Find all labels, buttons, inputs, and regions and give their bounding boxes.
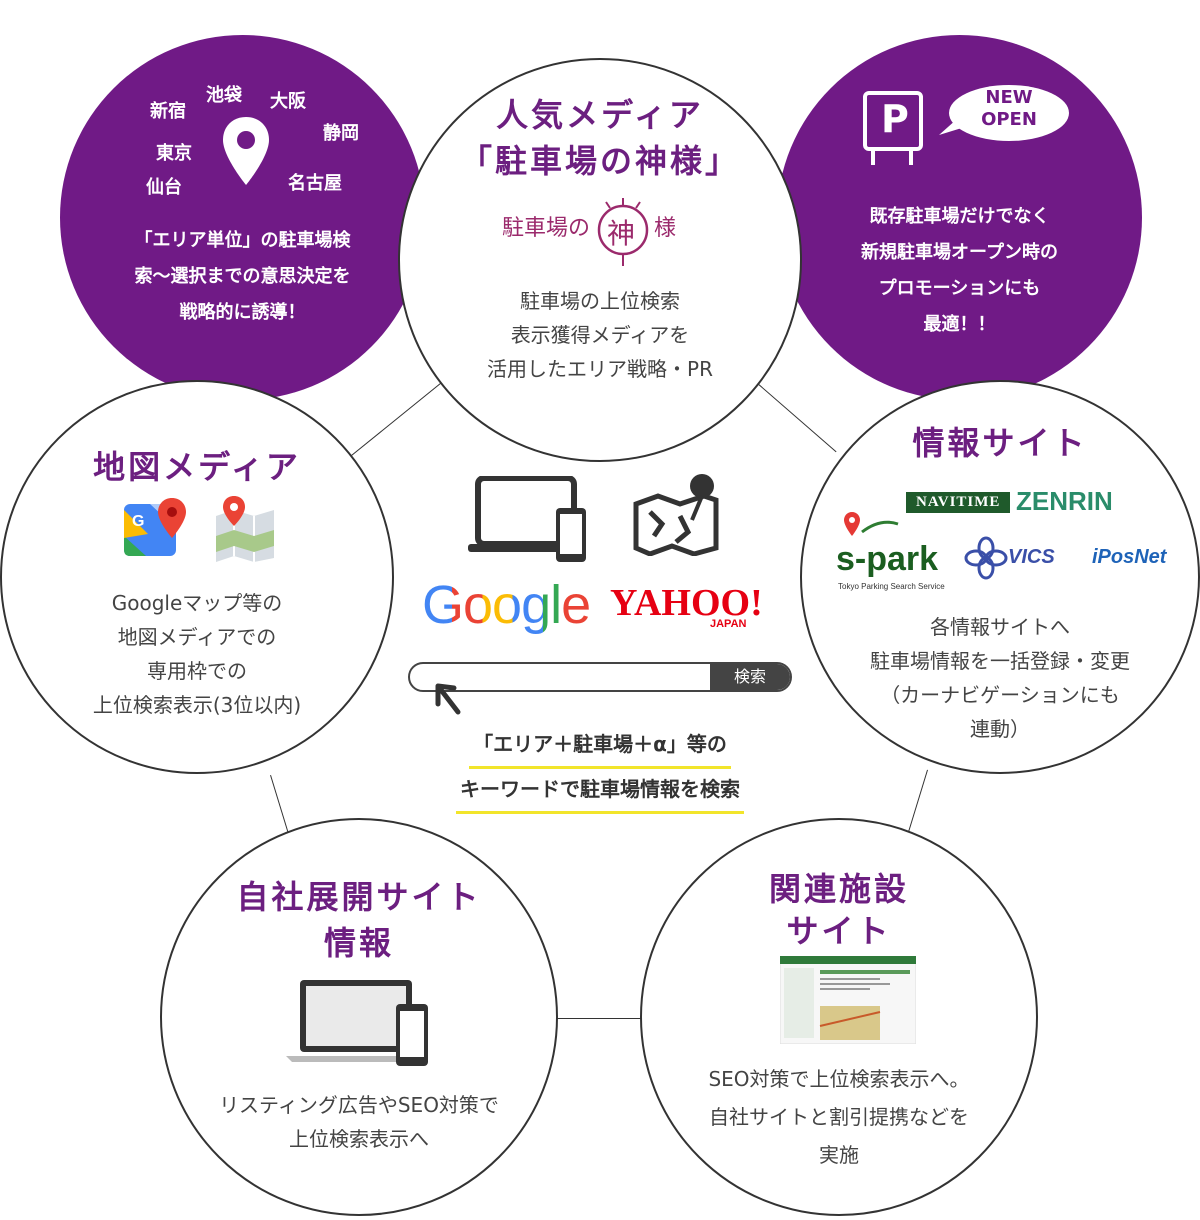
map-app-icon [216, 496, 274, 562]
laptop-phone-icon [286, 980, 428, 1066]
kamisama-logo-text: 神 [607, 217, 636, 250]
vics-logo: VICS [1008, 546, 1055, 568]
connector-left-bottom [270, 775, 289, 833]
info-site-text-line: 連動） [970, 717, 1030, 741]
own-site-text-line: 上位検索表示へ [289, 1127, 429, 1151]
parking-letter: P [881, 97, 909, 141]
map-media-text-line: Googleマップ等の [111, 591, 283, 615]
connector-bottom [555, 1018, 645, 1019]
map-media-text-line: 地図メディアでの [117, 625, 277, 649]
map-pin-icon [633, 474, 719, 556]
related-text-line: SEO対策で上位検索表示へ。 [708, 1067, 970, 1091]
spark-subtitle: Tokyo Parking Search Service [838, 582, 945, 591]
related-title-line2: サイト [786, 912, 892, 950]
info-site-text-line: 駐車場情報を一括登録・変更 [870, 649, 1130, 673]
yahoo-japan-text: JAPAN [710, 618, 747, 630]
bubble-text: NEW [985, 87, 1033, 108]
map-media-circle: 地図メディア G Googleマップ等の 地図メディアでの 専用枠での 上位検索… [0, 380, 394, 774]
area-text-line: 戦略的に誘導！ [179, 302, 306, 323]
map-media-text-line: 上位検索表示(3位以内) [92, 693, 302, 717]
kamisama-logo-text: 駐車場の [502, 216, 591, 241]
navitime-logo: NAVITIME [906, 492, 1011, 513]
kamisama-title-line2: 「駐車場の神様」 [459, 142, 740, 180]
google-logo-text: Google [422, 575, 591, 635]
kamisama-logo: 駐車場の 神 様 [502, 196, 702, 266]
own-site-text-line: リスティング広告やSEO対策で [219, 1093, 499, 1117]
kamisama-logo-text: 様 [654, 216, 677, 241]
iposnet-logo: iPosNet [1092, 546, 1167, 568]
spark-pin-icon [844, 512, 899, 536]
own-site-circle: 自社展開サイト 情報 リスティング広告やSEO対策で 上位検索表示へ [160, 818, 558, 1216]
new-open-text-line: 新規駐車場オープン時の [861, 242, 1058, 263]
kamisama-text-line: 活用したエリア戦略・PR [487, 357, 713, 381]
new-open-text-line: プロモーションにも [878, 278, 1041, 299]
own-site-title-line1: 自社展開サイト [236, 878, 482, 916]
arrow-up-icon [435, 683, 461, 715]
area-text-line: 索〜選択までの意思決定を [134, 266, 351, 287]
related-text-line: 自社サイトと割引提携などを [709, 1105, 969, 1129]
yahoo-logo: YAHOO! JAPAN [610, 582, 780, 630]
area-circle: 新宿 池袋 大阪 静岡 東京 仙台 名古屋 「エリア単位」の駐車場検 索〜選択ま… [60, 35, 425, 400]
search-caption-line: キーワードで駐車場情報を検索 [456, 769, 744, 814]
google-logo: Google [422, 574, 591, 636]
related-site-circle: 関連施設 サイト SEO対策で上位検索表示へ。 自社サイトと割引提携などを 実施 [640, 818, 1038, 1216]
map-media-title: 地図メディア [93, 448, 301, 486]
info-site-title: 情報サイト [912, 424, 1088, 462]
city-label: 東京 [156, 143, 192, 164]
city-label: 静岡 [323, 123, 359, 144]
info-site-text-line: 各情報サイトへ [930, 615, 1070, 639]
own-site-title-line2: 情報 [323, 924, 394, 962]
bubble-text: OPEN [981, 109, 1037, 130]
speech-bubble-icon [939, 85, 1069, 141]
google-maps-icon: G [124, 498, 186, 556]
new-open-text-line: 既存駐車場だけでなく [869, 206, 1050, 227]
related-title-line1: 関連施設 [768, 870, 909, 908]
map-pin-icon [223, 117, 269, 185]
map-media-text-line: 専用枠での [147, 659, 247, 683]
search-button[interactable]: 検索 [710, 664, 790, 690]
info-site-text-line: （カーナビゲーションにも [880, 683, 1120, 707]
city-label: 名古屋 [288, 173, 342, 194]
website-screenshot-image [780, 956, 916, 1044]
kamisama-text-line: 表示獲得メディアを [510, 323, 690, 347]
svg-text:G: G [132, 513, 144, 530]
search-box: 検索 [408, 662, 792, 692]
yahoo-logo-text: YAHOO! [610, 582, 763, 624]
zenrin-logo: ZENRIN [1016, 486, 1113, 516]
parking-sign-icon [863, 91, 923, 165]
related-text-line: 実施 [819, 1143, 859, 1167]
new-open-circle: P NEW OPEN 既存駐車場だけでなく 新規駐車場オープン時の プロモーショ… [777, 35, 1142, 400]
city-label: 仙台 [146, 177, 182, 198]
media-kamisama-circle: 人気メディア 「駐車場の神様」 駐車場の 神 様 駐車場の上位検索 表示獲得メデ… [398, 58, 802, 462]
kamisama-logo-circle-icon [597, 198, 649, 266]
kamisama-title-line1: 人気メディア [496, 96, 704, 134]
area-text-line: 「エリア単位」の駐車場検 [134, 230, 351, 251]
city-label: 新宿 [150, 101, 186, 122]
spark-logo: s-park [836, 540, 939, 578]
connector-right-bottom [908, 769, 928, 833]
vics-flower-icon [964, 536, 1008, 580]
city-label: 大阪 [270, 91, 306, 112]
city-label: 池袋 [206, 85, 242, 106]
new-open-text-line: 最適！！ [923, 314, 996, 335]
info-site-circle: 情報サイト NAVITIME ZENRIN s-park Tokyo Parki… [800, 380, 1200, 774]
kamisama-text-line: 駐車場の上位検索 [520, 289, 680, 313]
search-caption-line: 「エリア＋駐車場＋α」等の [469, 724, 731, 769]
laptop-phone-icon [468, 476, 586, 562]
